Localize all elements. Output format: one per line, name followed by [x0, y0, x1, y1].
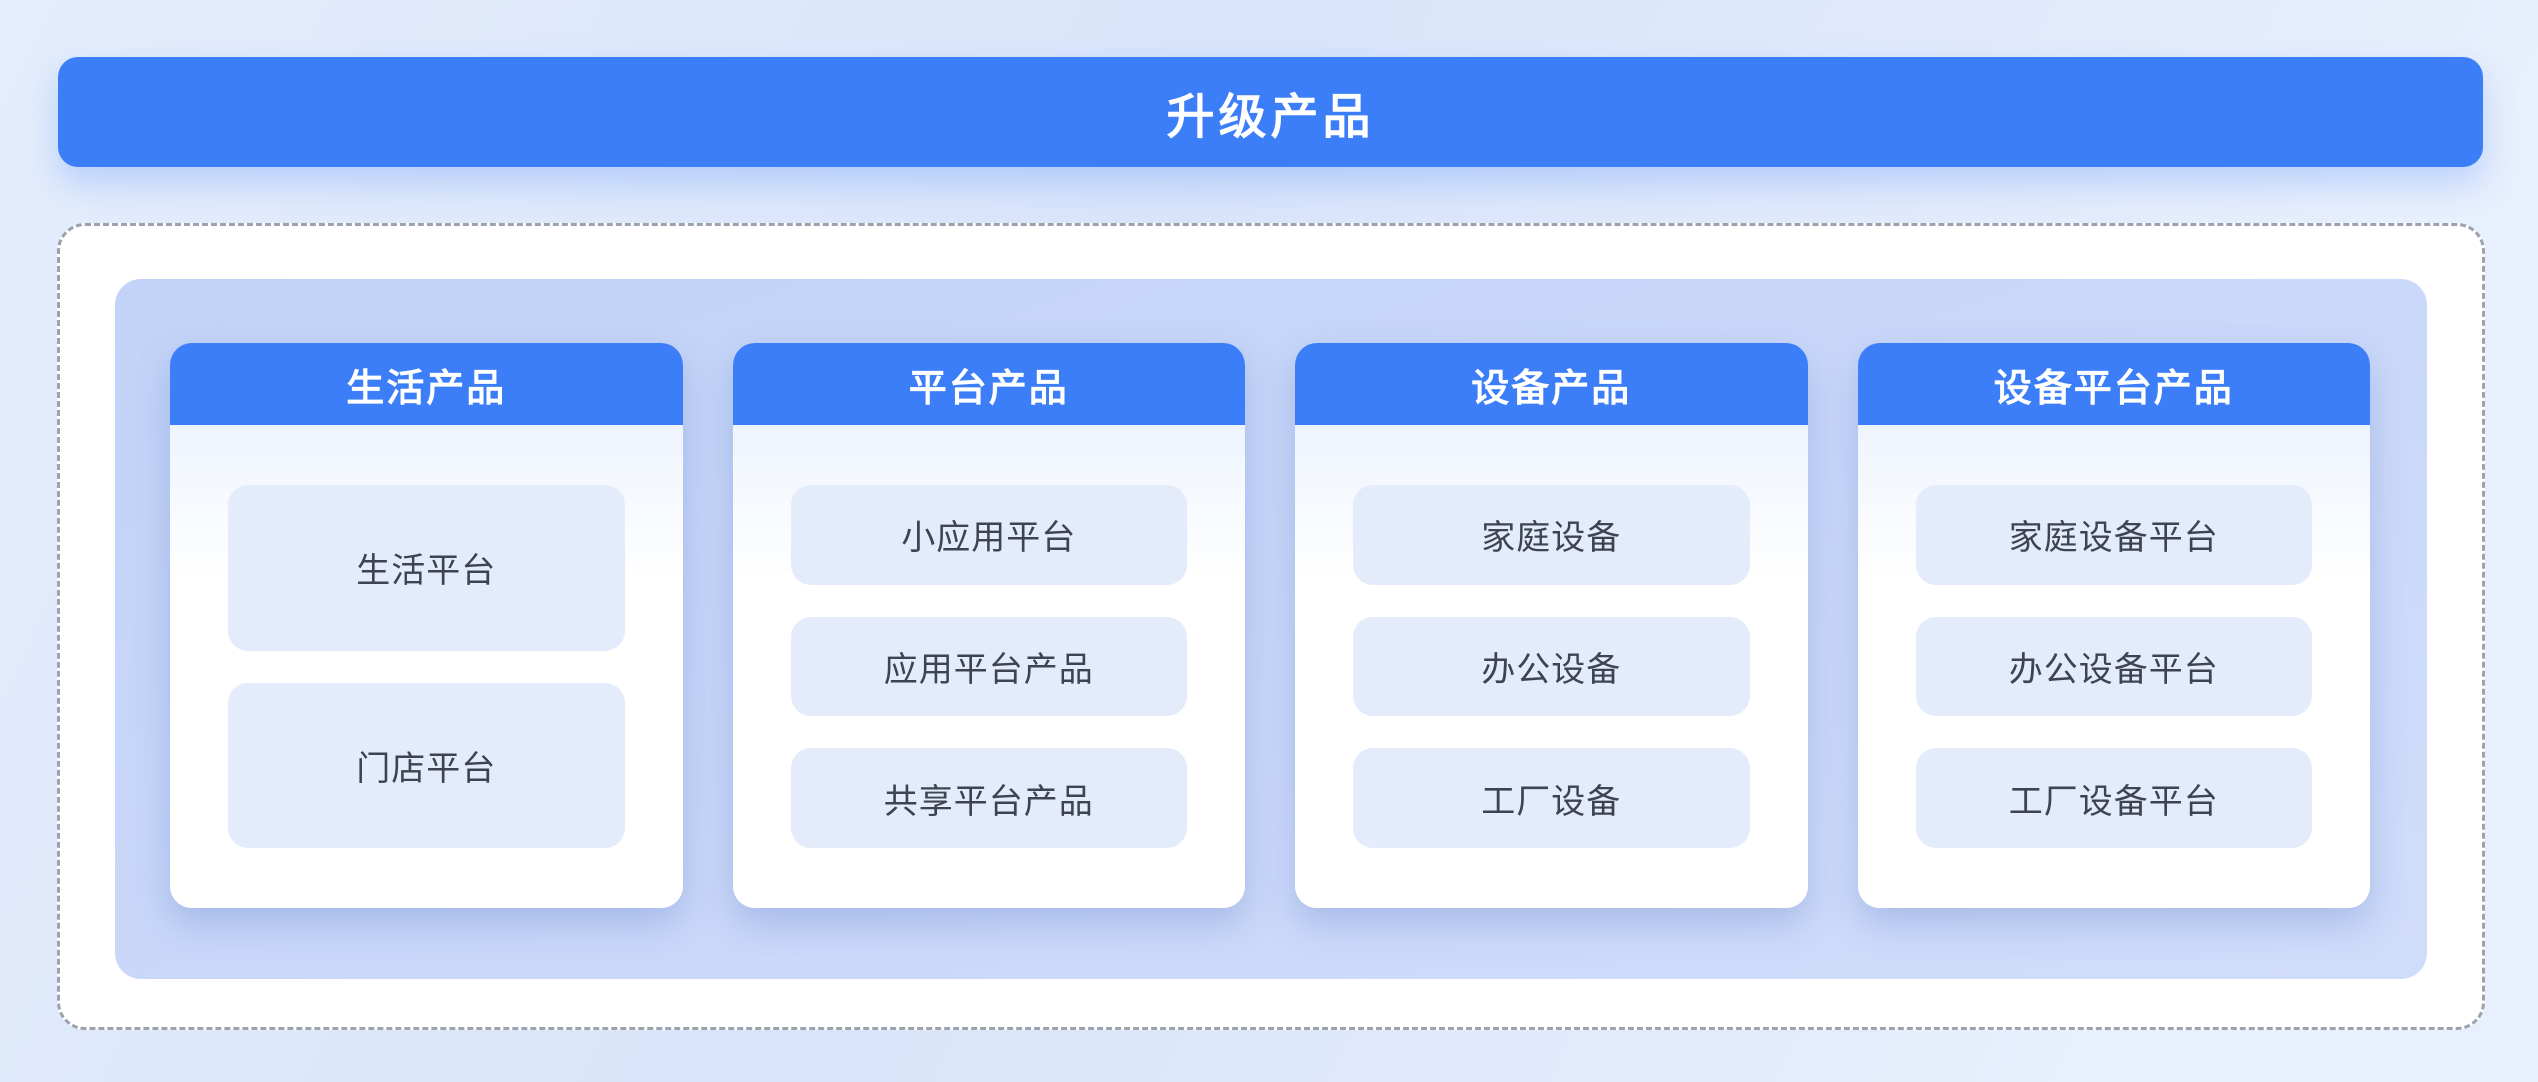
column-card-life: 生活产品 生活平台 门店平台	[170, 343, 683, 908]
column-body: 生活平台 门店平台	[170, 425, 683, 908]
page-title: 升级产品	[1166, 91, 1375, 144]
column-body: 家庭设备平台 办公设备平台 工厂设备平台	[1857, 425, 2370, 908]
item-box: 家庭设备平台	[1915, 485, 2312, 585]
item-box: 工厂设备平台	[1915, 748, 2312, 849]
columns-row: 生活产品 生活平台 门店平台 平台产品 小应用平台 应用平台产品 共享平台产品 …	[170, 343, 2370, 908]
title-banner: 升级产品	[58, 57, 2483, 167]
item-box: 小应用平台	[790, 485, 1187, 585]
column-card-device-platform: 设备平台产品 家庭设备平台 办公设备平台 工厂设备平台	[1857, 343, 2370, 908]
item-box: 门店平台	[228, 682, 625, 848]
item-box: 家庭设备	[1353, 485, 1750, 585]
column-body: 家庭设备 办公设备 工厂设备	[1295, 425, 1808, 908]
column-header: 生活产品	[170, 343, 683, 425]
column-card-device: 设备产品 家庭设备 办公设备 工厂设备	[1295, 343, 1808, 908]
item-box: 应用平台产品	[790, 616, 1187, 717]
column-header: 设备产品	[1295, 343, 1808, 425]
column-body: 小应用平台 应用平台产品 共享平台产品	[732, 425, 1245, 908]
item-box: 工厂设备	[1353, 748, 1750, 849]
item-box: 办公设备	[1353, 616, 1750, 717]
column-card-platform: 平台产品 小应用平台 应用平台产品 共享平台产品	[732, 343, 1245, 908]
column-header: 平台产品	[732, 343, 1245, 425]
item-box: 办公设备平台	[1915, 616, 2312, 717]
item-box: 共享平台产品	[790, 748, 1187, 849]
item-box: 生活平台	[228, 485, 625, 651]
column-header: 设备平台产品	[1857, 343, 2370, 425]
